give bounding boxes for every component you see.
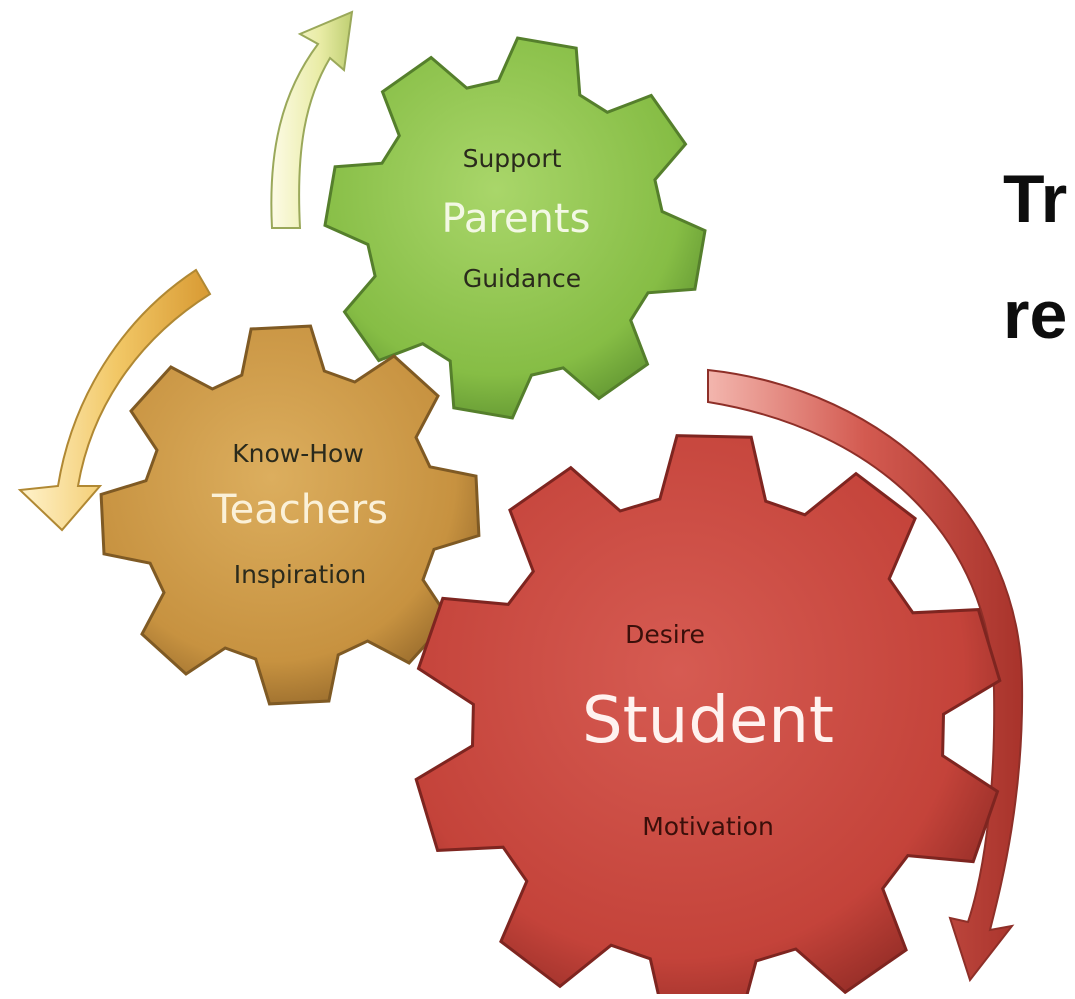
red-cycle-arrow [707, 368, 1024, 983]
parents-bottom-label: Guidance [463, 264, 581, 293]
teachers-top-label: Know-How [232, 439, 364, 468]
green-cycle-arrow [270, 10, 354, 229]
parents-center-label: Parents [442, 196, 591, 242]
heading-line-2: re [1003, 277, 1067, 353]
heading-line-1: Tr [1003, 161, 1067, 237]
parents-gear [323, 36, 707, 420]
student-gear [414, 434, 1002, 999]
student-bottom-label: Motivation [642, 812, 774, 841]
teachers-bottom-label: Inspiration [234, 560, 367, 589]
teachers-center-label: Teachers [211, 487, 388, 533]
teachers-gear [99, 324, 481, 706]
orange-cycle-arrow [17, 268, 212, 532]
parents-top-label: Support [463, 144, 562, 173]
student-center-label: Student [582, 684, 834, 758]
student-top-label: Desire [625, 620, 705, 649]
